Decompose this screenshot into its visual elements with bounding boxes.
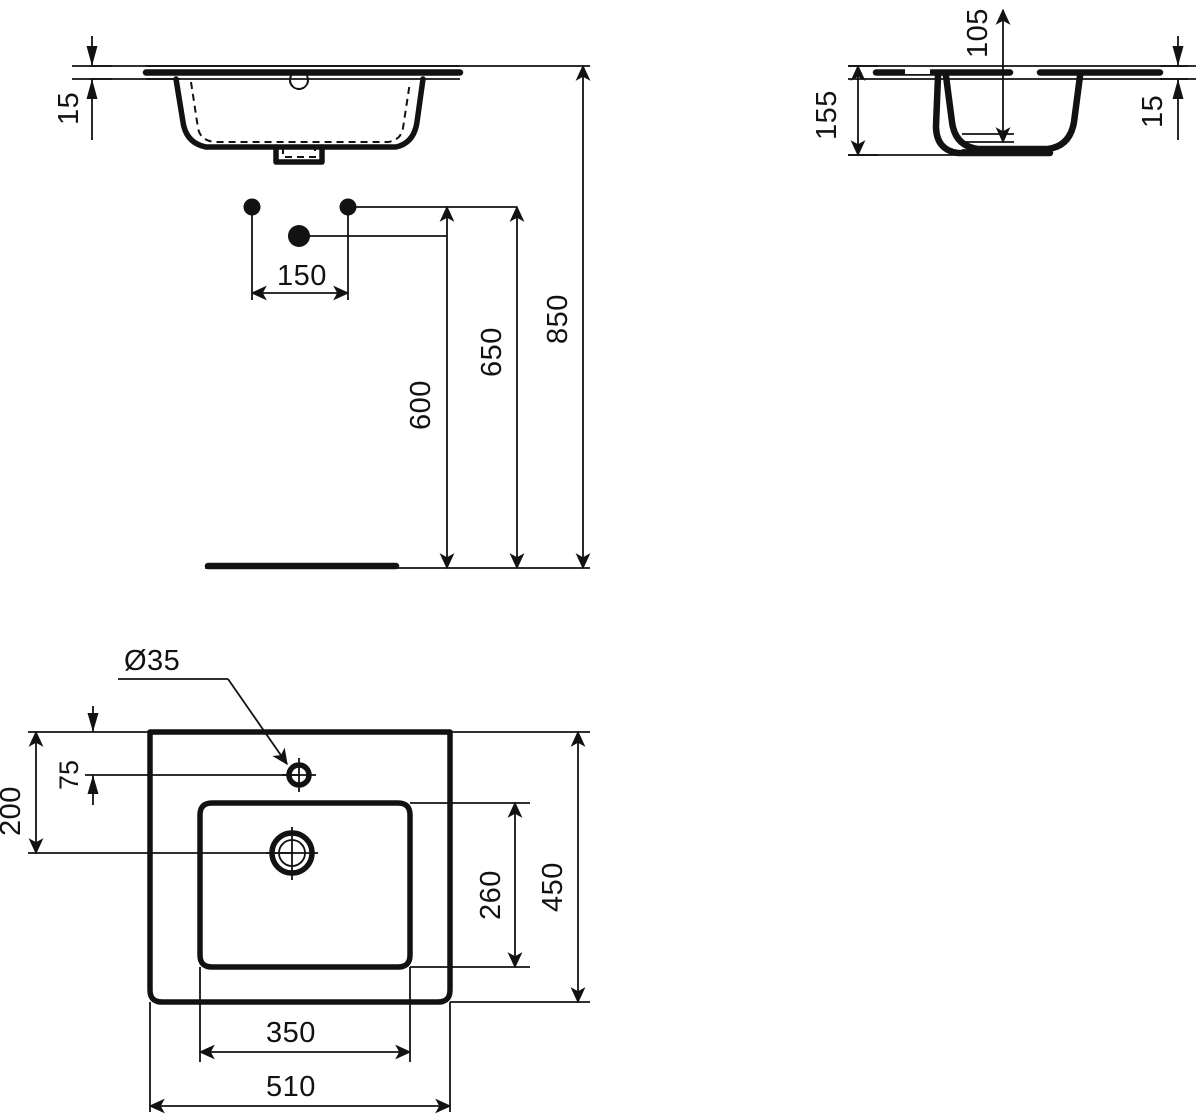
front-elevation-view: 15 150 600 bbox=[53, 36, 591, 570]
dimension-label-150: 150 bbox=[277, 260, 327, 292]
side-bowl-outline bbox=[942, 72, 1084, 153]
leader-diameter-35: Ø35 bbox=[118, 645, 288, 766]
dimension-label-105: 105 bbox=[962, 8, 994, 58]
dimension-15-side: 15 bbox=[1137, 36, 1196, 140]
dimension-15-front: 15 bbox=[53, 36, 112, 140]
overflow-hole-hidden bbox=[289, 70, 310, 90]
dimension-label-155: 155 bbox=[811, 90, 843, 140]
dimension-label-510: 510 bbox=[266, 1071, 316, 1103]
side-bowl-skirt bbox=[932, 72, 1054, 157]
dimension-850: 850 bbox=[542, 64, 591, 570]
dimension-260: 260 bbox=[475, 801, 523, 969]
dimension-label-350: 350 bbox=[266, 1017, 316, 1049]
side-section-view: 155 105 15 bbox=[811, 8, 1196, 157]
waste-outlet-stub bbox=[273, 144, 325, 165]
dimension-600: 600 bbox=[405, 205, 455, 570]
dimension-label-200: 200 bbox=[0, 786, 27, 836]
dimension-450: 450 bbox=[537, 730, 586, 1004]
dimension-label-600: 600 bbox=[405, 380, 437, 430]
dimension-200: 200 bbox=[0, 730, 44, 855]
dimension-label-15-front: 15 bbox=[53, 92, 85, 125]
dimension-label-75: 75 bbox=[54, 760, 84, 790]
side-rim-notch bbox=[905, 69, 930, 74]
dimension-75: 75 bbox=[54, 706, 99, 805]
dimension-label-450: 450 bbox=[537, 862, 569, 912]
dimension-label-35: Ø35 bbox=[124, 645, 180, 677]
dimension-label-850: 850 bbox=[542, 294, 574, 344]
dimension-150: 150 bbox=[250, 260, 350, 301]
basin-bowl-outline bbox=[173, 76, 426, 150]
dimension-350: 350 bbox=[198, 1017, 412, 1060]
plan-view: Ø35 75 200 260 45 bbox=[0, 645, 590, 1114]
basin-bowl-hidden-outline bbox=[190, 81, 411, 143]
dimension-label-260: 260 bbox=[475, 870, 507, 920]
dimension-155: 155 bbox=[811, 64, 878, 157]
waste-outlet-hidden bbox=[282, 147, 316, 158]
dimension-650: 650 bbox=[476, 205, 525, 570]
dimension-label-650: 650 bbox=[476, 327, 508, 377]
plan-outer-outline bbox=[147, 729, 453, 1005]
dimension-510: 510 bbox=[148, 1071, 452, 1114]
dimension-105: 105 bbox=[962, 8, 1011, 144]
plan-bowl-outline bbox=[197, 800, 413, 970]
dimension-label-15-side: 15 bbox=[1137, 95, 1169, 128]
